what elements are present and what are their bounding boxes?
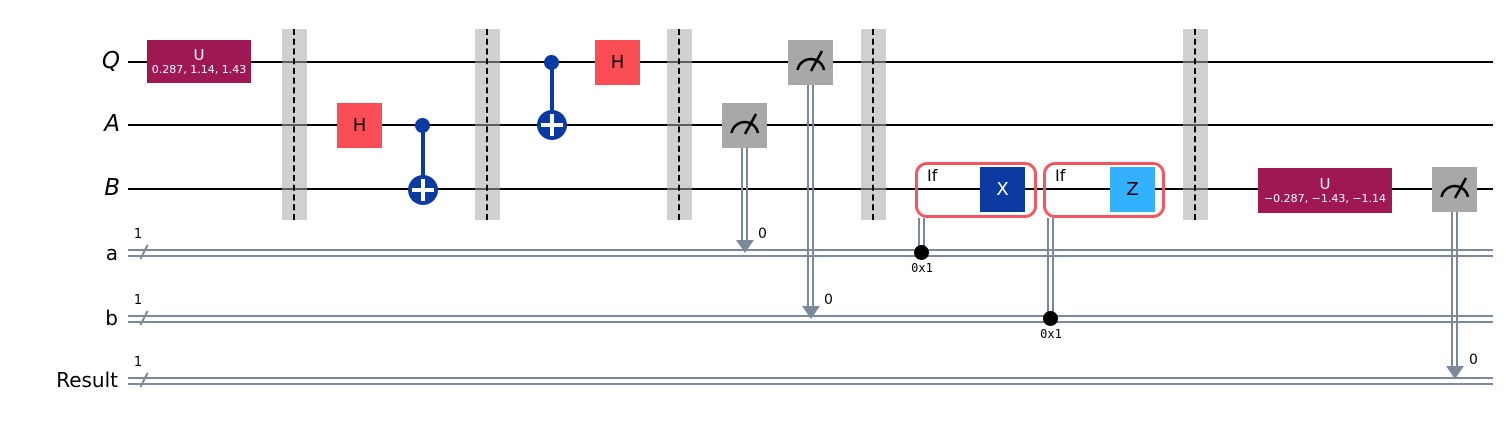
barrier-dashed-line [486, 29, 488, 220]
measure-q-bit-index: 0 [824, 292, 833, 308]
cnot1-target-icon [408, 175, 438, 205]
measure-b-wire [1451, 212, 1458, 367]
clbit-label-result: Result [56, 368, 118, 392]
clbit-label-b: b [105, 306, 118, 330]
barrier-4 [861, 29, 886, 220]
if-keyword: If [927, 166, 938, 185]
u-gate-name: U [1319, 174, 1331, 193]
x-gate-label: X [996, 179, 1009, 200]
barrier-5 [1183, 29, 1208, 220]
classical-wire-result [128, 377, 1493, 385]
if-block-x [915, 162, 1037, 218]
u-gate-name: U [193, 45, 205, 64]
measure-gate-a [722, 103, 767, 148]
condition-dot-b [1043, 311, 1058, 326]
u-gate-final: U −0.287, −1.43, −1.14 [1258, 168, 1392, 213]
qubit-label-a: A [104, 111, 120, 137]
barrier-dashed-line [678, 29, 680, 220]
measure-a-bit-index: 0 [758, 226, 767, 242]
measure-icon [730, 113, 760, 135]
z-gate-label: Z [1126, 179, 1139, 200]
register-size-a: 1 [133, 227, 143, 242]
cnot2-control-dot [544, 55, 559, 70]
condition-wire-a [918, 218, 925, 247]
barrier-dashed-line [293, 29, 295, 220]
barrier-3 [667, 29, 692, 220]
h-gate-a: H [337, 103, 382, 148]
measure-q-arrow [802, 306, 820, 319]
cnot1-connector [421, 125, 425, 189]
h-gate-label: H [610, 52, 625, 73]
h-gate-label: H [352, 115, 367, 136]
measure-icon [796, 50, 826, 72]
register-size-b: 1 [133, 293, 143, 308]
measure-a-arrow [736, 240, 754, 253]
cnot2-connector [550, 62, 554, 125]
u-gate-params: −0.287, −1.43, −1.14 [1263, 191, 1387, 205]
barrier-dashed-line [1194, 29, 1196, 220]
clbit-label-a: a [105, 241, 118, 265]
measure-b-arrow [1446, 366, 1464, 379]
barrier-1 [282, 29, 307, 220]
condition-wire-b [1047, 218, 1054, 313]
measure-gate-b [1432, 167, 1477, 212]
u-gate-params: 0.287, 1.14, 1.43 [151, 62, 247, 76]
measure-icon [1440, 177, 1470, 199]
x-gate-b: X [980, 167, 1025, 212]
condition-value-a: 0x1 [911, 261, 933, 275]
qubit-label-b: B [104, 175, 120, 201]
qubit-label-q: Q [101, 48, 120, 74]
if-block-z [1043, 162, 1165, 218]
measure-b-bit-index: 0 [1469, 352, 1478, 368]
cnot2-target-icon [537, 110, 567, 140]
barrier-dashed-line [872, 29, 874, 220]
u-gate-initial: U 0.287, 1.14, 1.43 [147, 40, 251, 83]
measure-gate-q [788, 40, 833, 85]
condition-dot-a [914, 245, 929, 260]
condition-value-b: 0x1 [1040, 327, 1062, 341]
classical-wire-a [128, 249, 1493, 257]
measure-q-wire [807, 85, 814, 307]
if-keyword: If [1055, 166, 1066, 185]
cnot1-control-dot [415, 118, 430, 133]
quantum-wire-b [128, 188, 1493, 190]
h-gate-q: H [595, 40, 640, 85]
z-gate-b: Z [1110, 167, 1155, 212]
measure-a-wire [741, 148, 748, 241]
quantum-wire-a [128, 124, 1493, 126]
register-size-result: 1 [133, 355, 143, 370]
barrier-2 [475, 29, 500, 220]
